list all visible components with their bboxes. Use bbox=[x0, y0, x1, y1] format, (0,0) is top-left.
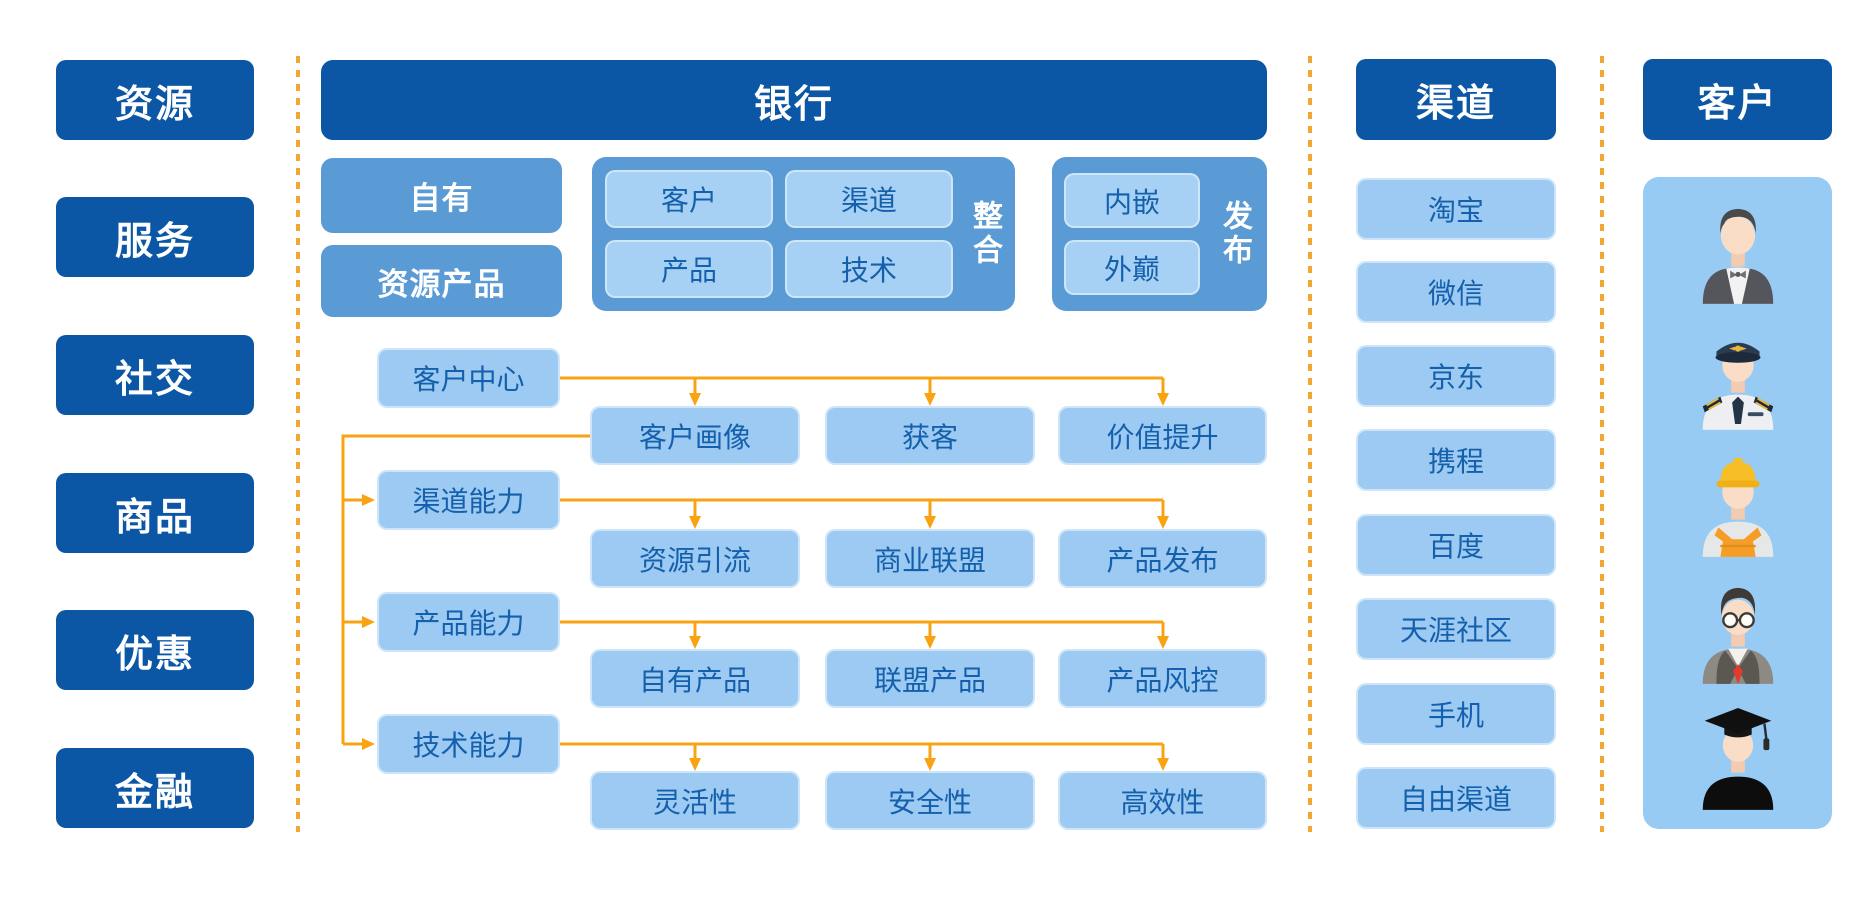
node-resources: 资源 bbox=[56, 60, 254, 140]
flow-child-flexibility: 灵活性 bbox=[590, 771, 800, 830]
flow-child-security: 安全性 bbox=[825, 771, 1035, 830]
bank-header: 银行 bbox=[321, 60, 1267, 140]
cell-customer: 客户 bbox=[605, 170, 773, 228]
construction-worker-icon bbox=[1702, 457, 1773, 557]
flow-header-channel-capability: 渠道能力 bbox=[377, 470, 560, 530]
cell-external: 外巅 bbox=[1064, 240, 1200, 295]
node-social: 社交 bbox=[56, 335, 254, 415]
group-publish: 内嵌 外巅 发布 bbox=[1052, 157, 1267, 311]
channel-item-ctrip: 携程 bbox=[1356, 429, 1556, 491]
channel-item-free-channel: 自由渠道 bbox=[1356, 767, 1556, 829]
cell-product: 产品 bbox=[605, 240, 773, 298]
channel-item-baidu: 百度 bbox=[1356, 514, 1556, 576]
businessman-icon bbox=[1702, 587, 1773, 684]
flow-child-alliance-products: 联盟产品 bbox=[825, 649, 1035, 708]
flow-child-customer-profile: 客户画像 bbox=[590, 406, 800, 465]
graduate-icon bbox=[1702, 708, 1773, 811]
channel-item-tianya: 天涯社区 bbox=[1356, 598, 1556, 660]
flow-child-business-alliance: 商业联盟 bbox=[825, 529, 1035, 588]
publish-label: 发布 bbox=[1218, 200, 1251, 268]
channel-item-jd: 京东 bbox=[1356, 345, 1556, 407]
flow-child-efficiency: 高效性 bbox=[1058, 771, 1267, 830]
flow-header-customer-center: 客户中心 bbox=[377, 348, 560, 408]
cell-tech: 技术 bbox=[785, 240, 953, 298]
group-integration: 客户 渠道 产品 技术 整合 bbox=[592, 157, 1015, 311]
waiter-icon bbox=[1702, 208, 1773, 304]
flow-header-product-capability: 产品能力 bbox=[377, 592, 560, 652]
customers-panel bbox=[1643, 177, 1832, 829]
node-finance: 金融 bbox=[56, 748, 254, 828]
flow-child-value-uplift: 价值提升 bbox=[1058, 406, 1267, 465]
customers-header: 客户 bbox=[1643, 59, 1832, 140]
divider-customer bbox=[1600, 56, 1604, 832]
integration-label: 整合 bbox=[968, 200, 1001, 268]
divider-channel bbox=[1308, 56, 1312, 832]
node-discounts: 优惠 bbox=[56, 610, 254, 690]
node-goods: 商品 bbox=[56, 473, 254, 553]
node-resource-product: 资源产品 bbox=[321, 245, 562, 317]
divider-left bbox=[296, 56, 300, 832]
channels-header: 渠道 bbox=[1356, 59, 1556, 140]
flow-header-tech-capability: 技术能力 bbox=[377, 714, 560, 774]
node-services: 服务 bbox=[56, 197, 254, 277]
flow-child-resource-funnel: 资源引流 bbox=[590, 529, 800, 588]
flow-child-acquisition: 获客 bbox=[825, 406, 1035, 465]
pilot-icon bbox=[1702, 343, 1773, 431]
channel-item-mobile: 手机 bbox=[1356, 683, 1556, 745]
cell-embedded: 内嵌 bbox=[1064, 173, 1200, 228]
cell-channel: 渠道 bbox=[785, 170, 953, 228]
flow-child-product-risk: 产品风控 bbox=[1058, 649, 1267, 708]
flow-child-product-release: 产品发布 bbox=[1058, 529, 1267, 588]
channel-item-taobao: 淘宝 bbox=[1356, 178, 1556, 240]
flow-child-own-products: 自有产品 bbox=[590, 649, 800, 708]
node-own: 自有 bbox=[321, 158, 562, 233]
channel-item-wechat: 微信 bbox=[1356, 261, 1556, 323]
